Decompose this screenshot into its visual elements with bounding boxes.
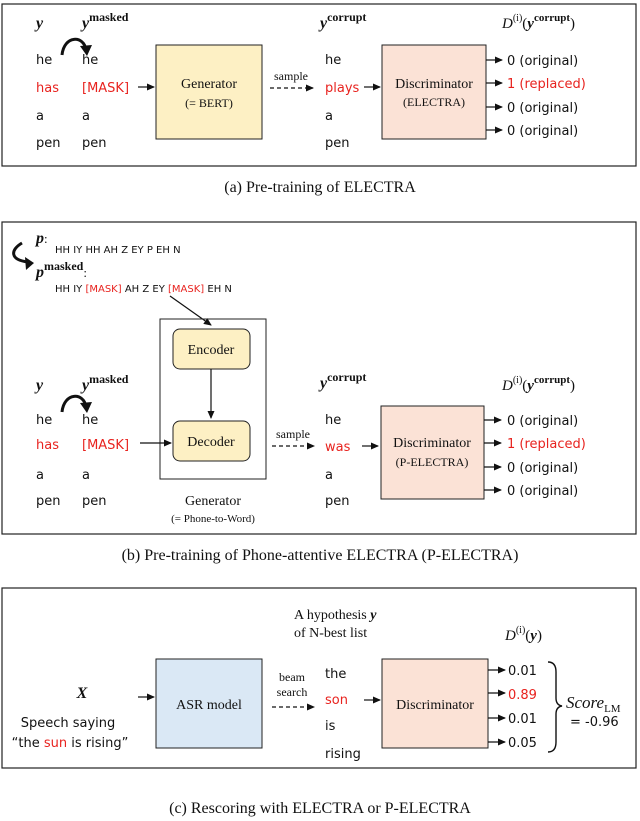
output-value: 0 (original) [507, 101, 578, 116]
mask-curve-arrowhead [80, 45, 92, 56]
panel-a-frame [1, 3, 637, 167]
y-token: a [36, 109, 44, 124]
decoder-box [172, 420, 251, 462]
col-y-header: y [34, 377, 44, 394]
y-token: he [36, 413, 52, 428]
score-lm-label: ScoreLM [566, 693, 621, 715]
corrupt-token: he [325, 53, 341, 68]
output-value: 0 (original) [507, 414, 578, 429]
col-d-header: D(i)(ycorrupt) [501, 374, 575, 394]
generator-box [155, 44, 263, 140]
discriminator-box [381, 658, 489, 749]
masked-token: pen [82, 136, 107, 151]
caption-c: (c) Rescoring with ELECTRA or P-ELECTRA [169, 800, 471, 817]
hypothesis-token: is [325, 719, 336, 734]
col-ycorrupt-header: ycorrupt [318, 370, 366, 392]
mask-curve-arrowhead [80, 402, 92, 413]
score-value: 0.05 [508, 736, 537, 751]
col-y-header: y [34, 15, 44, 32]
sample-label: sample [274, 69, 308, 83]
discriminator-label: Discriminator [396, 698, 474, 713]
discriminator-box [380, 405, 485, 500]
masked-token: pen [82, 494, 107, 509]
corrupt-token: pen [325, 136, 350, 151]
col-ymasked-header: ymasked [80, 372, 129, 394]
hypothesis-subtitle: of N-best list [294, 626, 367, 641]
corrupt-token: a [325, 109, 333, 124]
generator-label: Generator [185, 494, 241, 509]
hypothesis-token: rising [325, 747, 361, 762]
caption-b: (b) Pre-training of Phone-attentive ELEC… [122, 547, 519, 564]
discriminator-label: Discriminator [395, 77, 473, 92]
y-token: a [36, 468, 44, 483]
y-token: has [36, 438, 59, 453]
sample-label: sample [276, 427, 310, 441]
masked-token: [MASK] [82, 438, 129, 453]
generator-sub: (= BERT) [185, 96, 233, 110]
discriminator-sub: (ELECTRA) [403, 95, 465, 109]
p-label: p: [34, 230, 48, 247]
score-value: 0.01 [508, 712, 537, 727]
col-d-header: D(i)(y) [504, 625, 542, 644]
asr-model-box [155, 658, 263, 749]
masked-token: a [82, 109, 90, 124]
discriminator-label: Discriminator [393, 436, 471, 451]
beam-label: beam [279, 670, 306, 684]
corrupt-token: plays [325, 81, 360, 96]
speech-line1: Speech saying [21, 716, 116, 731]
pmasked-sequence: HH IY [MASK] AH Z EY [MASK] EH N [55, 284, 232, 295]
pmasked-label: pmasked: [34, 259, 87, 281]
col-ycorrupt-header: ycorrupt [318, 10, 366, 32]
score-value: 0.01 [508, 664, 537, 679]
discriminator-box [381, 44, 487, 140]
y-token: pen [36, 494, 61, 509]
generator-frame [159, 318, 267, 480]
hypothesis-token: son [325, 693, 348, 708]
sum-brace [547, 661, 563, 753]
masked-token: he [82, 53, 98, 68]
y-token: he [36, 53, 52, 68]
corrupt-token: he [325, 413, 341, 428]
y-token: has [36, 81, 59, 96]
masked-token: he [82, 413, 98, 428]
phone-mask-curve-arrow [12, 241, 29, 264]
corrupt-token: a [325, 468, 333, 483]
output-value: 1 (replaced) [507, 437, 586, 452]
masked-token: a [82, 468, 90, 483]
phone-mask-curve-arrowhead [25, 257, 34, 270]
x-label: X [76, 685, 88, 702]
panel-a: y ymasked ycorrupt D(i)(ycorrupt) he has… [1, 3, 637, 167]
panel-c: A hypothesis y of N-best list D(i)(y) X … [1, 587, 637, 769]
speech-line2: “the sun is rising” [12, 736, 129, 751]
caption-a: (a) Pre-training of ELECTRA [224, 179, 416, 196]
panel-b-frame [1, 221, 637, 535]
col-d-header: D(i)(ycorrupt) [501, 12, 575, 32]
search-label: search [277, 685, 308, 699]
score-lm-value: = -0.96 [570, 715, 619, 730]
masked-token: [MASK] [82, 81, 129, 96]
output-value: 0 (original) [507, 484, 578, 499]
generator-sub: (= Phone-to-Word) [171, 513, 255, 525]
encoder-label: Encoder [188, 343, 235, 358]
generator-label: Generator [181, 77, 237, 92]
output-value: 0 (original) [507, 124, 578, 139]
arrow-to-encoder [169, 295, 212, 326]
panel-c-frame [1, 587, 637, 769]
corrupt-token: was [325, 440, 351, 455]
corrupt-token: pen [325, 494, 350, 509]
asr-model-label: ASR model [176, 698, 242, 713]
score-value: 0.89 [508, 688, 537, 703]
hypothesis-token: the [325, 667, 346, 682]
output-value: 0 (original) [507, 54, 578, 69]
p-sequence: HH IY HH AH Z EY P EH N [55, 245, 181, 256]
discriminator-sub: (P-ELECTRA) [396, 455, 469, 469]
panel-b: p: HH IY HH AH Z EY P EH N pmasked: HH I… [1, 221, 637, 535]
y-token: pen [36, 136, 61, 151]
output-value: 0 (original) [507, 461, 578, 476]
hypothesis-title: A hypothesis y [294, 608, 377, 623]
col-ymasked-header: ymasked [80, 10, 129, 32]
decoder-label: Decoder [187, 435, 235, 450]
output-value: 1 (replaced) [507, 77, 586, 92]
